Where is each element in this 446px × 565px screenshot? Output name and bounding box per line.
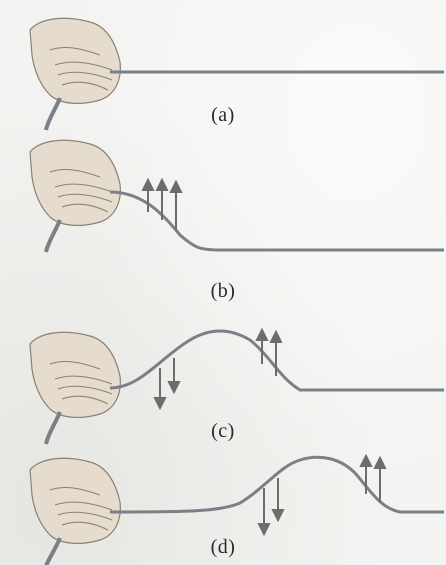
panel-d: (d) [0, 448, 446, 565]
hand-icon [30, 140, 120, 252]
panel-c-label: (c) [0, 420, 446, 443]
panel-a: (a) [0, 0, 446, 140]
panel-c: (c) [0, 318, 446, 448]
panel-d-label: (d) [0, 536, 446, 559]
panel-b-drawing [0, 140, 446, 300]
panel-b: (b) [0, 140, 446, 300]
panel-b-label: (b) [0, 280, 446, 303]
rope [110, 192, 444, 250]
up-arrows [143, 180, 181, 230]
panel-a-label: (a) [0, 104, 446, 127]
